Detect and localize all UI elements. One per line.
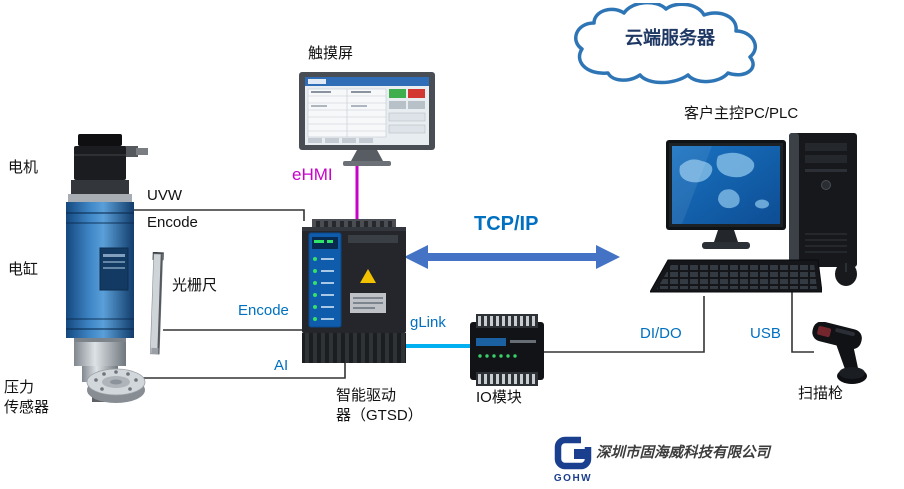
- gohw-logo: [549, 436, 599, 472]
- touchscreen-device: [299, 72, 435, 166]
- io-module-graphic: [470, 314, 544, 386]
- ai-line: [142, 362, 346, 379]
- tcpip-arrow: [404, 245, 620, 269]
- grating-scale-graphic: [149, 251, 164, 355]
- ehmi-label: eHMI: [292, 165, 333, 184]
- touchscreen-label: 触摸屏: [308, 45, 354, 62]
- usb-label: USB: [750, 325, 781, 342]
- mouse-graphic: [835, 262, 857, 286]
- pc-tower-graphic: [789, 133, 857, 267]
- uvw-label: UVW: [147, 187, 182, 204]
- pc-monitor-graphic: [666, 140, 786, 249]
- pc-monitor-device: [666, 140, 786, 254]
- dido-label: DI/DO: [640, 325, 682, 342]
- uvw-encode-line: [134, 209, 305, 221]
- mouse-device: [831, 260, 861, 288]
- scanner-device: [810, 322, 870, 388]
- scanner-graphic: [812, 322, 867, 384]
- cloud-shape: [566, 3, 774, 89]
- glink-label: gLink: [410, 314, 446, 331]
- pc-plc-label: 客户主控PC/PLC: [684, 105, 799, 122]
- company-name: 深圳市固海威科技有限公司: [596, 445, 770, 461]
- warning-icon: [360, 269, 376, 283]
- gohw-logo-graphic: [554, 436, 595, 470]
- pc-tower-device: [789, 133, 857, 267]
- driver-label: 智能驱动 器（GTSD）: [336, 387, 423, 425]
- io-module-label: IO模块: [476, 389, 522, 406]
- ai-label: AI: [274, 357, 289, 374]
- cloud-graphic: [574, 3, 757, 85]
- pressure-sensor-device: [84, 360, 148, 406]
- encode-scale-label: Encode: [238, 302, 289, 319]
- motor-label: 电机: [8, 159, 39, 176]
- cylinder-label: 电缸: [8, 261, 39, 278]
- scanner-label: 扫描枪: [798, 385, 844, 402]
- keyboard-graphic: [650, 259, 822, 293]
- dido-line: [544, 296, 705, 353]
- grating-scale-device: [145, 251, 167, 357]
- logo-text: GOHW: [553, 473, 593, 484]
- pressure-sensor-label: 压力 传感器: [4, 379, 50, 417]
- pressure-sensor-graphic: [86, 368, 146, 403]
- usb-line: [791, 267, 814, 353]
- keyboard-device: [650, 258, 822, 298]
- io-module-device: [468, 314, 546, 388]
- encode-motor-label: Encode: [147, 214, 198, 231]
- grating-scale-label: 光栅尺: [172, 277, 218, 294]
- touchscreen-graphic: [299, 72, 435, 166]
- tcpip-label: TCP/IP: [474, 213, 539, 235]
- driver-device: [302, 219, 406, 363]
- motor-cylinder-graphic: [66, 134, 148, 402]
- motor-cylinder-device: [56, 132, 152, 404]
- cloud-server-label: 云端服务器: [625, 28, 715, 48]
- driver-graphic: [302, 219, 406, 363]
